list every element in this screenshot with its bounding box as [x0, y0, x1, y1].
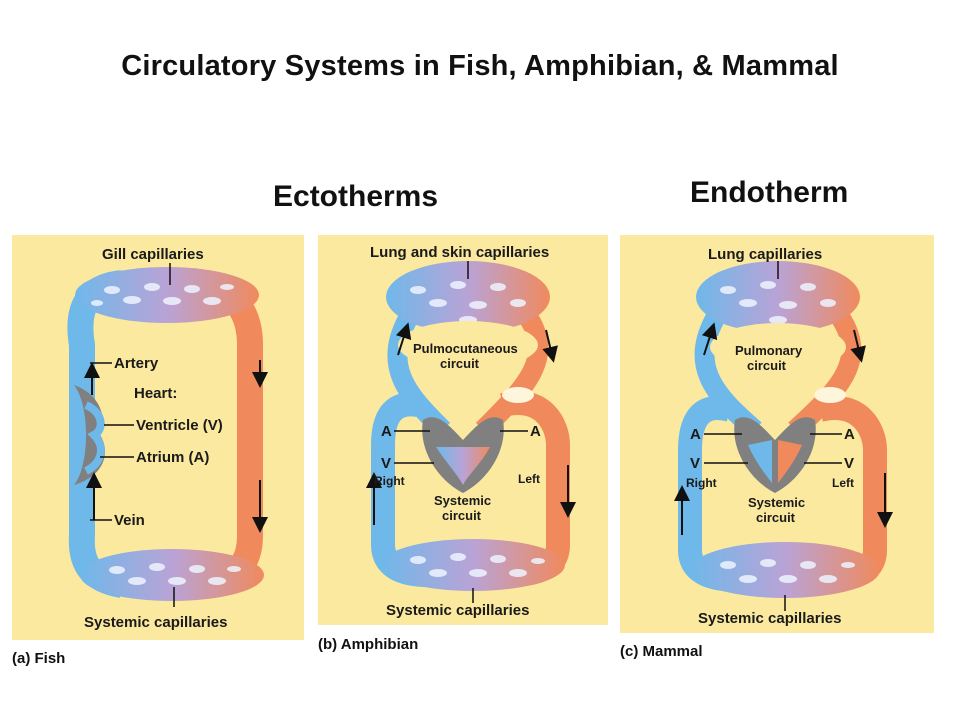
mammal-a-right: A — [844, 426, 855, 443]
atrium-label: Atrium (A) — [136, 449, 209, 466]
mammal-v-right: V — [844, 455, 854, 472]
fish-right-vessel — [190, 270, 263, 598]
fish-systemic-capillaries-label: Systemic capillaries — [84, 614, 227, 631]
lung-skin-capillary-bed — [386, 261, 550, 333]
amphibian-diagram: Lung and skin capillaries Pulmocutaneous… — [366, 244, 576, 619]
heart-label: Heart: — [134, 385, 177, 402]
amphibian-right-label: Right — [374, 474, 405, 488]
lung-capillary-bed — [696, 261, 860, 333]
mammal-systemic-capillary-bed — [690, 542, 880, 598]
pulmonary-label-2: circuit — [747, 358, 787, 373]
pulmocutaneous-label-1: Pulmocutaneous — [413, 341, 518, 356]
pulmonary-label-1: Pulmonary — [735, 343, 803, 358]
amphibian-caption: (b) Amphibian — [318, 636, 419, 653]
amphibian-pulmo-right-vessel — [475, 303, 549, 438]
amphibian-left-label: Left — [518, 472, 540, 486]
mammal-caption: (c) Mammal — [620, 643, 703, 660]
mammal-systemic-label-2: circuit — [756, 510, 796, 525]
lung-skin-capillaries-label: Lung and skin capillaries — [370, 244, 549, 261]
gill-capillary-bed — [75, 267, 259, 323]
fish-systemic-capillary-bed — [80, 549, 264, 601]
amphibian-v: V — [381, 455, 391, 472]
pulmocutaneous-label-2: circuit — [440, 356, 480, 371]
amphibian-systemic-label-1: Systemic — [434, 493, 491, 508]
lung-capillaries-label: Lung capillaries — [708, 246, 822, 263]
amphibian-systemic-capillaries-label: Systemic capillaries — [386, 602, 529, 619]
mammal-systemic-capillaries-label: Systemic capillaries — [698, 610, 841, 627]
mammal-v-left: V — [690, 455, 700, 472]
mammal-right-label: Right — [686, 476, 717, 490]
mammal-panel: Lung capillaries Pulmonary circuit A A V… — [620, 235, 934, 633]
artery-label: Artery — [114, 355, 159, 372]
ventricle-label: Ventricle (V) — [136, 417, 223, 434]
amphibian-systemic-label-2: circuit — [442, 508, 482, 523]
mammal-left-label: Left — [832, 476, 854, 490]
vein-label: Vein — [114, 512, 145, 529]
fish-diagram: Gill capillaries Artery Heart: Ventricle… — [67, 246, 268, 631]
fish-caption: (a) Fish — [12, 650, 66, 667]
mammal-pulmonary-right-vessel — [788, 303, 862, 438]
amphibian-a-left: A — [381, 423, 392, 440]
amphibian-a-right: A — [530, 423, 541, 440]
mammal-heart — [734, 417, 816, 493]
mammal-diagram: Lung capillaries Pulmonary circuit A A V… — [674, 246, 893, 627]
mammal-systemic-label-1: Systemic — [748, 495, 805, 510]
amphibian-systemic-capillary-bed — [381, 539, 565, 591]
ectotherms-heading: Ectotherms — [273, 180, 439, 213]
amphibian-panel: Lung and skin capillaries Pulmocutaneous… — [318, 235, 608, 625]
fish-panel: Gill capillaries Artery Heart: Ventricle… — [12, 235, 304, 640]
gill-capillaries-label: Gill capillaries — [102, 246, 204, 263]
mammal-a-left: A — [690, 426, 701, 443]
page-title: Circulatory Systems in Fish, Amphibian, … — [121, 50, 839, 82]
endotherm-heading: Endotherm — [690, 176, 849, 209]
